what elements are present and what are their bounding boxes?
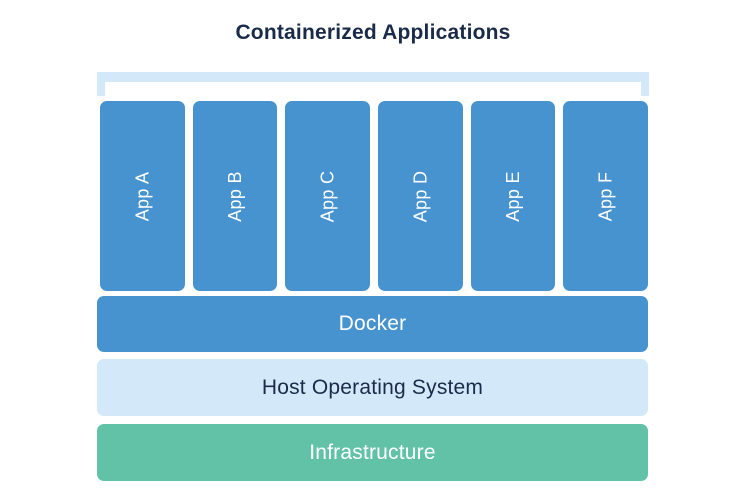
app-label-e: App E (502, 170, 523, 222)
containers-bracket (97, 72, 649, 96)
app-label-f: App F (595, 171, 616, 221)
layer-docker: Docker (97, 296, 648, 352)
page-title: Containerized Applications (235, 21, 511, 44)
app-label-d: App D (409, 170, 430, 222)
app-label-b: App B (224, 170, 245, 222)
layer-infrastructure: Infrastructure (97, 424, 648, 481)
app-box-e: App E (470, 101, 556, 291)
app-box-c: App C (285, 101, 371, 291)
app-label-a: App A (131, 171, 152, 221)
app-box-a: App A (100, 101, 185, 291)
app-label-c: App C (317, 170, 338, 222)
app-box-b: App B (192, 101, 278, 291)
layer-host-os: Host Operating System (97, 359, 648, 416)
app-box-f: App F (563, 101, 649, 291)
app-box-d: App D (378, 101, 463, 291)
apps-row: App A App B App C App D App E App F (100, 101, 649, 291)
